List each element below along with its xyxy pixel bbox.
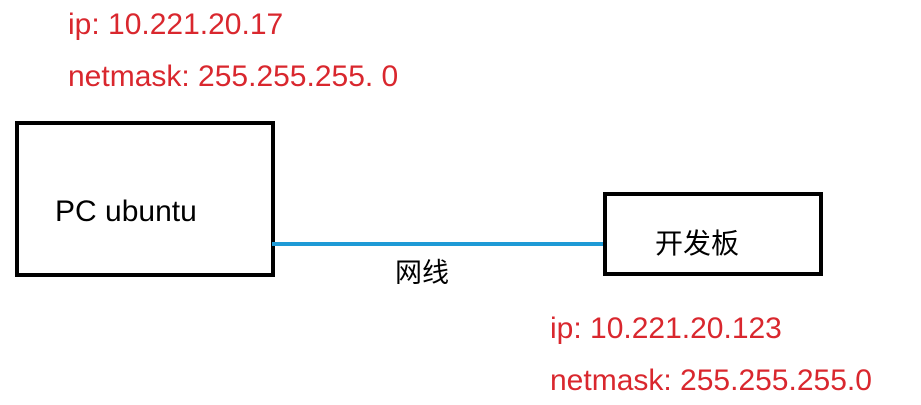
pc-netmask-label: netmask: 255.255.255. 0 (68, 60, 399, 93)
dev-board-netmask-label: netmask: 255.255.255.0 (550, 364, 872, 397)
dev-board-box: 开发板 (603, 192, 823, 276)
dev-board-label: 开发板 (655, 228, 740, 259)
pc-box: PC ubuntu (15, 121, 275, 277)
dev-board-ip-label: ip: 10.221.20.123 (550, 312, 782, 345)
pc-ip-label: ip: 10.221.20.17 (68, 8, 284, 41)
network-cable-label: 网线 (395, 258, 449, 288)
network-cable-line (272, 242, 606, 246)
pc-box-label: PC ubuntu (55, 195, 197, 228)
